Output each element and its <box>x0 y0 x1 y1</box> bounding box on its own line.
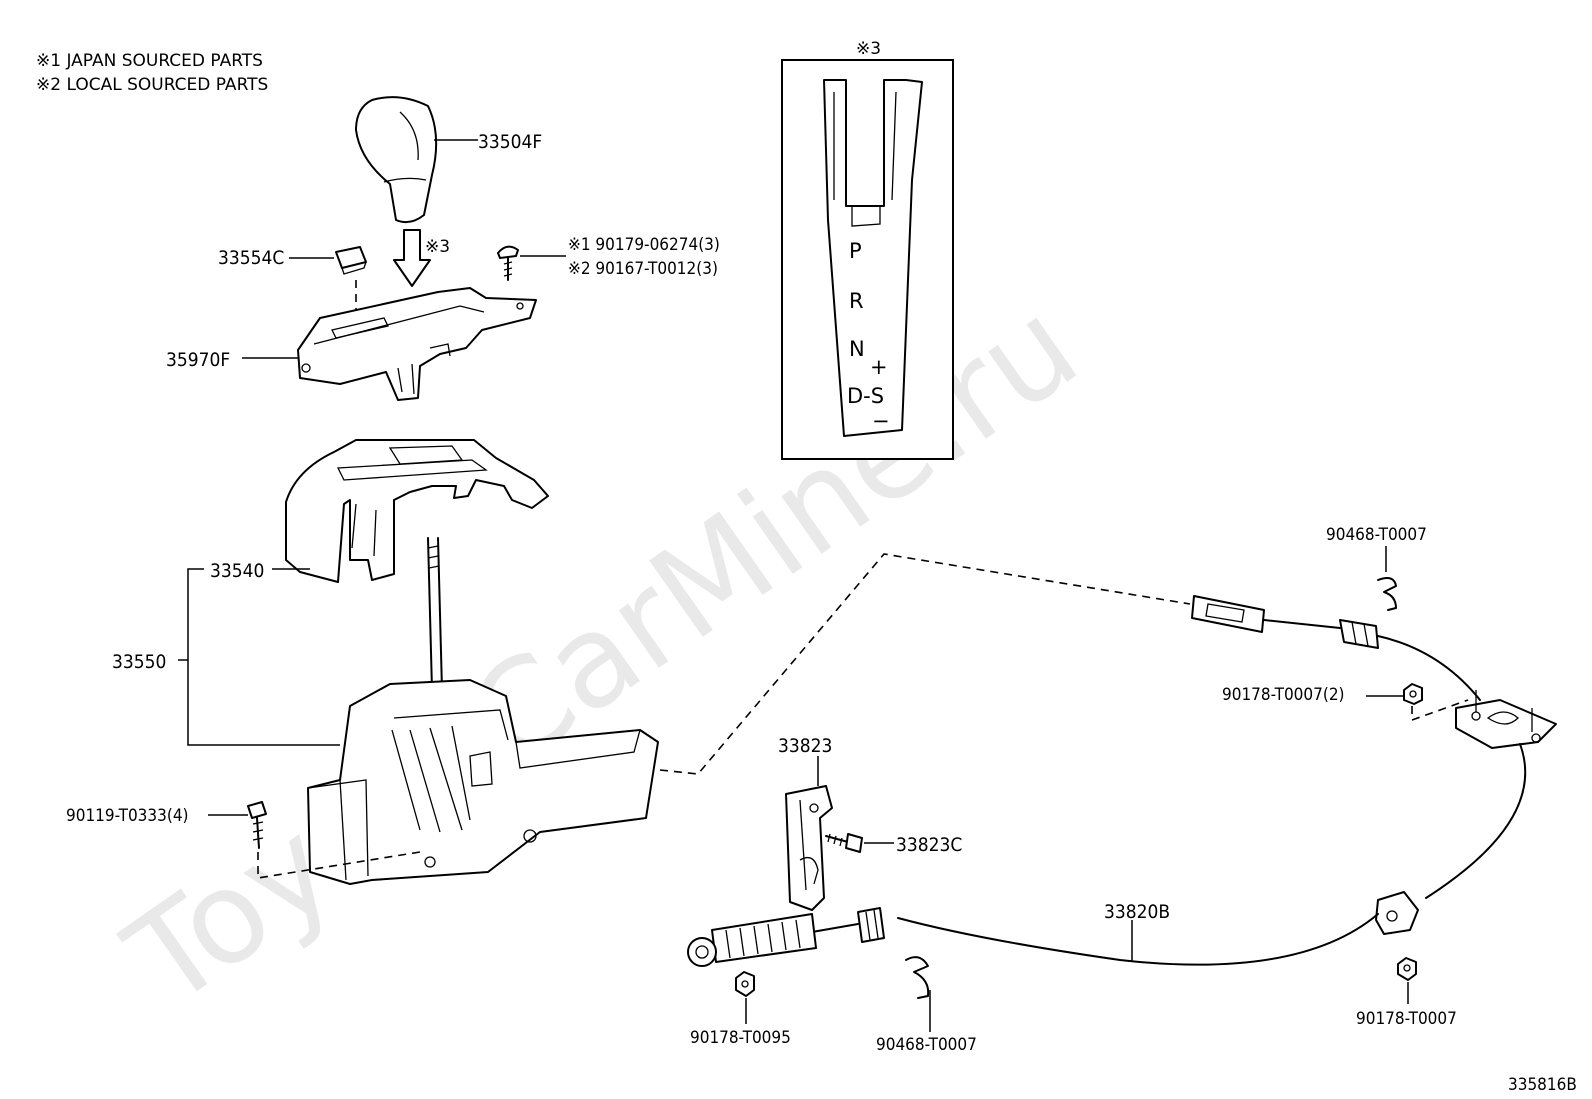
shift-knob-illustration[interactable] <box>355 96 438 224</box>
bolt-illustration[interactable] <box>247 801 267 849</box>
label-nut-top: 90178-T0007(2) <box>1222 685 1345 705</box>
label-screw-local: ※2 90167-T0012(3) <box>568 259 718 279</box>
gate-position-D-S: D-S <box>847 384 884 408</box>
label-nut-right: 90178-T0007 <box>1356 1009 1457 1029</box>
label-33550: 33550 <box>112 651 166 673</box>
shift-lever-assembly-illustration[interactable] <box>307 537 659 885</box>
label-clip-top: 90468-T0007 <box>1326 525 1427 545</box>
label-33540: 33540 <box>210 560 264 582</box>
nut-left-illustration[interactable] <box>735 971 755 997</box>
nut-right-illustration[interactable] <box>1397 957 1417 981</box>
note-japan-sourced: ※1 JAPAN SOURCED PARTS <box>36 51 263 71</box>
arrow-ref: ※3 <box>425 237 450 257</box>
bracket-illustration[interactable] <box>785 785 833 911</box>
gate-minus: − <box>872 409 890 433</box>
gate-panel-ref: ※3 <box>856 39 881 59</box>
label-33554C: 33554C <box>218 247 284 269</box>
upper-cover-illustration[interactable] <box>285 439 549 583</box>
label-33504F: 33504F <box>478 131 542 153</box>
note-local-sourced: ※2 LOCAL SOURCED PARTS <box>36 75 268 95</box>
label-clip-bottom: 90468-T0007 <box>876 1035 977 1055</box>
shift-cable-illustration[interactable] <box>687 595 1557 967</box>
gate-position-R: R <box>849 289 864 313</box>
label-33823C: 33823C <box>896 834 962 856</box>
gate-plus: + <box>870 355 888 379</box>
clip-top-illustration[interactable] <box>1377 577 1397 611</box>
nut-top-illustration[interactable] <box>1403 683 1423 705</box>
label-90119-T0333: 90119-T0333(4) <box>66 806 189 826</box>
install-arrow-icon <box>393 229 431 287</box>
gate-position-P: P <box>849 239 862 263</box>
figure-id: 335816B <box>1508 1075 1577 1095</box>
label-nut-left: 90178-T0095 <box>690 1028 791 1048</box>
clip-bottom-illustration[interactable] <box>905 956 930 999</box>
label-33823: 33823 <box>778 735 832 757</box>
screw-illustration[interactable] <box>497 245 519 281</box>
bracket-bolt-illustration[interactable] <box>825 833 863 853</box>
indicator-housing-illustration[interactable] <box>297 287 537 401</box>
shift-gate-panel <box>781 59 954 460</box>
label-screw-japan: ※1 90179-06274(3) <box>568 235 720 255</box>
cap-illustration[interactable] <box>335 246 367 275</box>
label-35970F: 35970F <box>166 349 230 371</box>
label-33820B: 33820B <box>1104 901 1170 923</box>
gate-position-N: N <box>849 337 865 361</box>
